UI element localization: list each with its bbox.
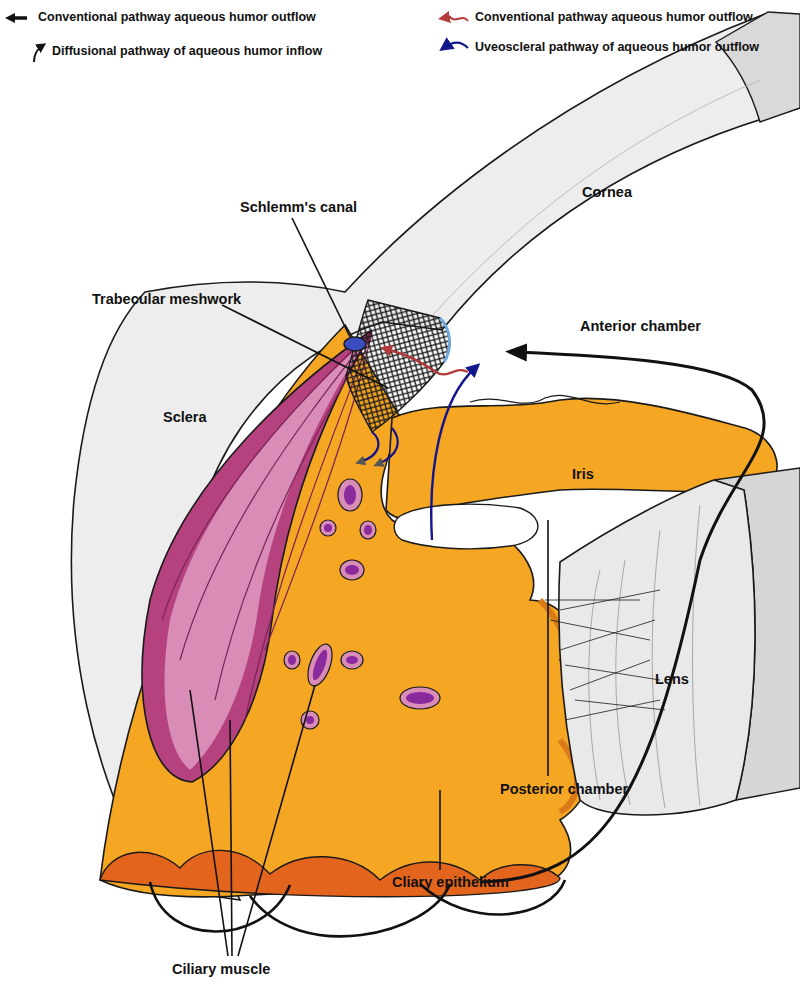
vessel [360, 521, 376, 539]
part-label: Trabecular meshwork [92, 291, 241, 308]
diffusional-pathway-line [250, 884, 450, 936]
vessel [320, 520, 336, 536]
conventional-pathway-arrow [386, 349, 468, 374]
blood-vessels [284, 479, 440, 729]
vessel [340, 560, 364, 580]
uveoscleral-flow [360, 432, 378, 462]
ciliary-base [100, 850, 560, 896]
leader-line [547, 520, 549, 776]
vessel-lumen [346, 656, 358, 664]
lens-layers [589, 505, 700, 808]
muscle-fibers [162, 332, 372, 720]
leader-line [238, 685, 315, 956]
schlemms-canal [344, 337, 366, 351]
part-label: Schlemm's canal [240, 199, 357, 216]
iris-crypts [470, 395, 620, 403]
leader-line [222, 305, 388, 388]
vessel [400, 687, 440, 709]
part-label: Posterior chamber [500, 781, 628, 798]
ciliary-muscle-highlight [164, 338, 368, 770]
part-label: Cliary epithelium [392, 874, 509, 891]
leader-line [230, 720, 232, 956]
diffusional-pathway-line [150, 882, 290, 932]
part-label: Iris [572, 466, 594, 483]
vessel-lumen [306, 716, 314, 724]
cornea-sclera [71, 14, 800, 900]
meshwork-edge [440, 318, 450, 362]
leader-line [292, 218, 350, 337]
vessel-lumen [288, 655, 296, 665]
vessel-lumen [364, 525, 372, 535]
legend-sample-blue-arrow [445, 43, 468, 48]
part-label: Sclera [163, 409, 207, 426]
leader-lines [190, 218, 548, 956]
cornea-shading [430, 80, 760, 318]
part-label: Ciliary muscle [172, 961, 270, 978]
vessel-lumen [345, 565, 359, 575]
leader-line [439, 790, 441, 870]
legend-text: Conventional pathway aqueous humor outfl… [38, 10, 316, 25]
vessel [341, 651, 363, 669]
uveoscleral-flow [378, 428, 398, 464]
lens [559, 480, 755, 815]
part-label: Cornea [582, 184, 632, 201]
vessel [338, 479, 362, 511]
legend-text: Uveoscleral pathway of aqueous humor out… [475, 40, 759, 55]
legend-sample-black-arrow [10, 16, 27, 20]
legend-text: Conventional pathway aqueous humor outfl… [475, 10, 753, 25]
posterior-chamber-space [394, 504, 538, 549]
vessel-lumen [344, 485, 356, 505]
part-label: Lens [655, 671, 689, 688]
vessel-lumen [406, 692, 434, 704]
diffusional-pathway-arrow [480, 352, 764, 882]
part-label: Anterior chamber [580, 318, 701, 335]
uveoscleral-pathway-arrow [431, 368, 475, 540]
cornea-cut-face [716, 12, 800, 122]
trabecular-meshwork [346, 300, 450, 432]
zonular-fibers [545, 590, 665, 720]
vessel-lumen [324, 524, 332, 532]
legend-sample-curved-arrow [34, 46, 42, 62]
ciliary-muscle [142, 330, 372, 782]
vessel [303, 641, 337, 689]
vessel [284, 651, 300, 669]
legend-text: Diffusional pathway of aqueous humor inf… [52, 44, 322, 59]
leader-line [190, 690, 228, 956]
legend-sample-red-arrow [444, 17, 468, 21]
vessel-lumen [310, 648, 330, 681]
